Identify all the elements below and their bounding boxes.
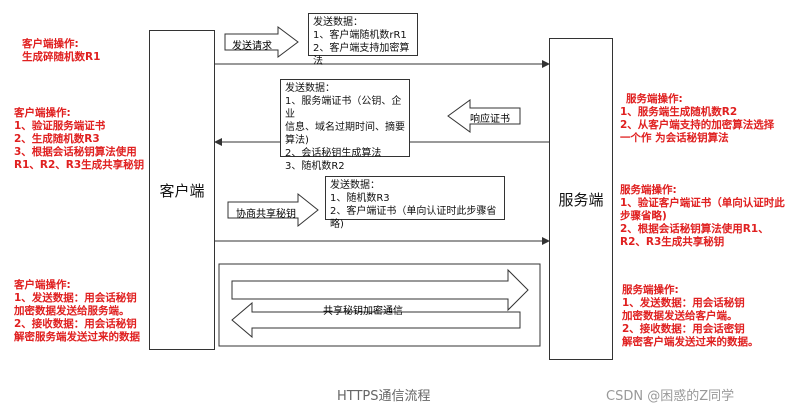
message-2-line: 算法) bbox=[285, 135, 309, 146]
shared-comm-box bbox=[218, 263, 541, 347]
server-note-1: 服务端操作: 1、服务端生成随机数R2 2、从客户端支持的加密算法选择 一个作 … bbox=[620, 93, 774, 145]
server-note-2-line: 步骤省略) bbox=[620, 210, 667, 222]
message-1-title: 发送数据： bbox=[313, 17, 363, 28]
server-note-3-title: 服务端操作: bbox=[622, 284, 679, 296]
server-label: 服务端 bbox=[558, 190, 604, 209]
client-note-2-title: 客户端操作: bbox=[14, 107, 71, 119]
message-box-1: 发送数据： 1、客户端随机数rR1 2、客户端支持加密算法 bbox=[308, 13, 418, 67]
client-note-1: 客户端操作: 生成碎随机数R1 bbox=[22, 38, 100, 64]
client-note-1-line: 生成碎随机数R1 bbox=[22, 51, 101, 63]
client-note-3-title: 客户端操作: bbox=[14, 279, 71, 291]
server-note-2-title: 服务端操作: bbox=[620, 184, 677, 196]
server-note-3-line: 2、接收数据：用会话密钥 bbox=[622, 323, 745, 335]
server-note-2: 服务端操作: 1、验证客户端证书（单向认证时此 步骤省略) 2、根据会话秘钥算法… bbox=[620, 184, 785, 249]
client-note-3-line: 1、发送数据：用会话秘钥 bbox=[14, 292, 137, 304]
send-request-arrow bbox=[224, 26, 299, 58]
server-note-2-line: 2、根据会话秘钥算法使用R1、 bbox=[620, 223, 769, 235]
server-note-3: 服务端操作: 1、发送数据：用会话秘钥 加密数据发送给客户端。 2、接收数据：用… bbox=[622, 284, 759, 349]
client-note-3-line: 加密数据发送给服务端。 bbox=[14, 305, 130, 317]
server-note-1-line: 2、从客户端支持的加密算法选择 bbox=[620, 119, 775, 131]
client-note-3-line: 2、接收数据：用会话秘钥 bbox=[14, 318, 137, 330]
client-label: 客户端 bbox=[159, 181, 205, 200]
server-lifeline: 服务端 bbox=[549, 38, 613, 360]
message-box-3: 发送数据： 1、随机数R3 2、客户端证书（单向认证时此步骤省略) bbox=[325, 176, 505, 230]
client-lifeline: 客户端 bbox=[149, 30, 215, 350]
message-3-line: 1、随机数R3 bbox=[330, 193, 390, 204]
server-note-1-title: 服务端操作: bbox=[626, 93, 683, 105]
watermark: CSDN @困惑的Z同学 bbox=[606, 389, 735, 404]
message-2-line: 3、随机数R2 bbox=[285, 161, 345, 172]
client-note-3: 客户端操作: 1、发送数据：用会话秘钥 加密数据发送给服务端。 2、接收数据：用… bbox=[14, 279, 140, 344]
client-note-3-line: 解密服务端发送过来的数据 bbox=[14, 331, 140, 343]
client-note-1-title: 客户端操作: bbox=[22, 38, 79, 50]
shared-comm-label: 共享秘钥加密通信 bbox=[323, 306, 403, 317]
server-note-2-line: R2、R3生成共享秘钥 bbox=[620, 236, 725, 248]
shared-comm-arrow-left bbox=[231, 301, 521, 339]
diagram-caption: HTTPS通信流程 bbox=[337, 389, 431, 404]
client-note-2: 客户端操作: 1、验证服务端证书 2、生成随机数R3 3、根据会话秘钥算法使用 … bbox=[14, 107, 144, 172]
negotiate-key-arrow bbox=[227, 192, 319, 228]
client-note-2-line: 3、根据会话秘钥算法使用 bbox=[14, 146, 137, 158]
message-2-line: 1、服务端证书（公钥、企业 bbox=[285, 96, 402, 120]
message-1-line: 2、客户端支持加密算法 bbox=[313, 43, 410, 67]
server-note-1-line: 一个作 为会话秘钥算法 bbox=[620, 132, 729, 144]
response-cert-arrow bbox=[447, 99, 521, 133]
server-note-3-line: 解密客户端发送过来的数据。 bbox=[622, 336, 759, 348]
message-2-line: 信息、域名过期时间、摘要 bbox=[285, 122, 405, 133]
shared-comm-arrow-right bbox=[231, 268, 529, 312]
message-3-line: 2、客户端证书（单向认证时此步骤省略) bbox=[330, 206, 497, 230]
message-box-2: 发送数据： 1、服务端证书（公钥、企业 信息、域名过期时间、摘要 算法) 2、会… bbox=[280, 79, 410, 172]
message-1-line: 1、客户端随机数rR1 bbox=[313, 30, 407, 41]
message-2-title: 发送数据： bbox=[285, 83, 335, 94]
message-3-title: 发送数据： bbox=[330, 180, 380, 191]
client-note-2-line: R1、R2、R3生成共享秘钥 bbox=[14, 159, 145, 171]
response-cert-label: 响应证书 bbox=[470, 114, 510, 125]
send-request-label: 发送请求 bbox=[232, 41, 272, 52]
negotiate-key-label: 协商共享秘钥 bbox=[236, 209, 296, 220]
server-note-3-line: 加密数据发送给客户端。 bbox=[622, 310, 738, 322]
client-note-2-line: 1、验证服务端证书 bbox=[14, 120, 106, 132]
server-note-2-line: 1、验证客户端证书（单向认证时此 bbox=[620, 197, 785, 209]
server-note-3-line: 1、发送数据：用会话秘钥 bbox=[622, 297, 745, 309]
server-note-1-line: 1、服务端生成随机数R2 bbox=[620, 106, 738, 118]
client-note-2-line: 2、生成随机数R3 bbox=[14, 133, 100, 145]
message-2-line: 2、会话秘钥生成算法 bbox=[285, 148, 382, 159]
